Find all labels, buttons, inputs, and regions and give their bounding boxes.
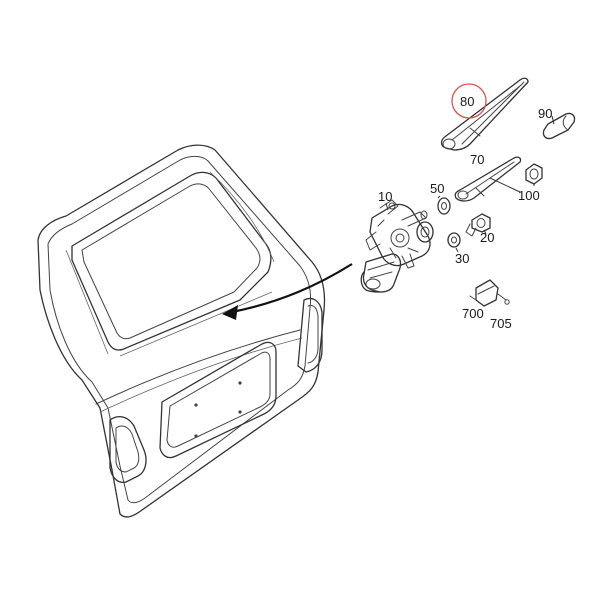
label-part-50: 50 bbox=[430, 181, 444, 196]
bolt-part-20 bbox=[465, 213, 491, 237]
tailgate bbox=[37, 144, 326, 518]
nut-part-100 bbox=[525, 163, 543, 186]
label-part-90: 90 bbox=[538, 106, 552, 121]
pin-part-705 bbox=[497, 293, 510, 305]
label-part-100: 100 bbox=[518, 188, 540, 203]
connector-part-700 bbox=[469, 279, 499, 307]
label-part-20: 20 bbox=[480, 230, 494, 245]
wiper-motor-part-10 bbox=[360, 199, 434, 293]
install-arrow bbox=[222, 263, 353, 320]
wiper-arm-part-80 bbox=[440, 77, 529, 151]
label-part-70: 70 bbox=[470, 152, 484, 167]
cap-part-90 bbox=[542, 112, 576, 140]
label-part-10: 10 bbox=[378, 189, 392, 204]
highlight-circle bbox=[451, 83, 487, 119]
washer-part-30 bbox=[447, 232, 461, 253]
label-part-705: 705 bbox=[490, 316, 512, 331]
label-part-700: 700 bbox=[462, 306, 484, 321]
washer-part-50 bbox=[437, 195, 451, 215]
wiper-blade-part-70 bbox=[454, 156, 522, 202]
label-part-80: 80 bbox=[460, 94, 474, 109]
label-part-30: 30 bbox=[455, 251, 469, 266]
